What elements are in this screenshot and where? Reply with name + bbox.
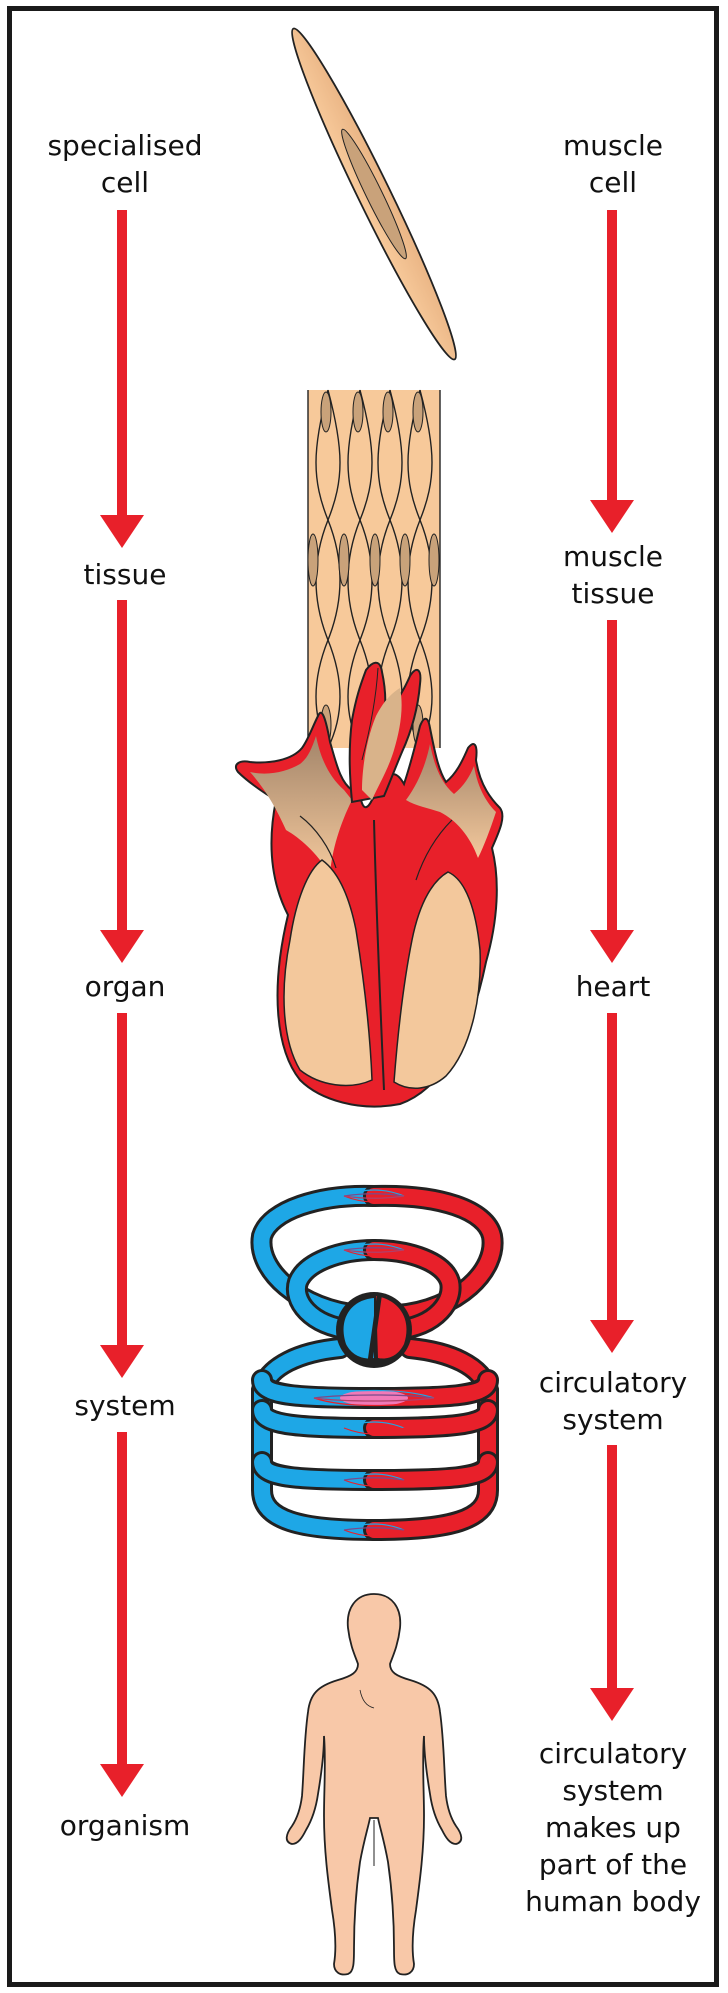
right-arrow-4 <box>590 1445 634 1721</box>
right-arrow-1 <box>590 210 634 533</box>
left-arrow-4 <box>100 1432 144 1797</box>
circulatory-system-illustration <box>261 1190 492 1536</box>
heart-illustration <box>236 663 503 1107</box>
right-arrow-2 <box>590 620 634 963</box>
left-arrow-1 <box>100 210 144 548</box>
muscle-cell-illustration <box>279 22 469 367</box>
left-arrow-2 <box>100 600 144 963</box>
human-body-illustration <box>287 1594 462 1975</box>
right-arrow-3 <box>590 1013 634 1353</box>
central-heart <box>336 1292 412 1368</box>
left-arrow-3 <box>100 1013 144 1378</box>
